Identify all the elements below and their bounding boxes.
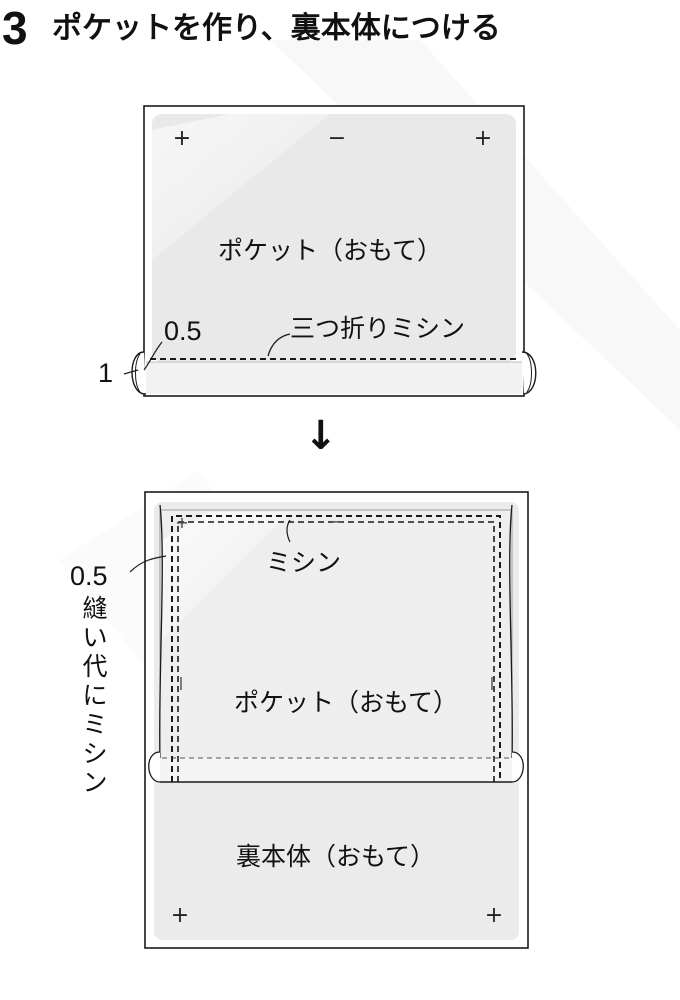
stitch-leader-line xyxy=(286,519,291,543)
body-label: 裏本体（おもて） xyxy=(236,842,436,871)
pocket-label-top: ポケット（おもて） xyxy=(218,236,443,265)
down-arrow-icon: ↓ xyxy=(304,413,338,459)
attach-stitch-outer xyxy=(171,515,501,782)
measure-small-label: 0.5 xyxy=(164,316,202,346)
seam-allowance-note: 縫い代にミシン xyxy=(82,594,108,797)
seam-measure-label: 0.5 xyxy=(70,561,108,591)
cross-mark: + xyxy=(485,903,503,928)
cross-mark: + xyxy=(173,126,191,151)
cross-mark: + xyxy=(175,513,188,532)
bottom-body-piece xyxy=(129,491,529,949)
hem-seam-label: 三つ折りミシン xyxy=(290,314,466,343)
fold-curl-left xyxy=(131,351,146,395)
stitch-label: ミシン xyxy=(266,548,342,577)
top-pocket-piece xyxy=(123,105,537,397)
center-mark: − xyxy=(330,512,343,531)
pocket-label-bottom: ポケット（おもて） xyxy=(234,688,459,717)
measure-leader-line xyxy=(143,341,163,371)
fold-curl-right xyxy=(521,351,537,395)
seam-measure-leader xyxy=(129,555,167,573)
step-number: 3 xyxy=(2,2,28,54)
cross-mark: + xyxy=(474,126,492,151)
measure-fold-label: 1 xyxy=(98,358,114,388)
pocket-curl-left xyxy=(148,751,161,783)
center-mark: − xyxy=(328,126,346,151)
attach-stitch-inner xyxy=(177,521,495,782)
cross-mark: + xyxy=(171,903,189,928)
seam-leader-line xyxy=(267,333,291,357)
pocket-curl-right xyxy=(511,751,524,783)
